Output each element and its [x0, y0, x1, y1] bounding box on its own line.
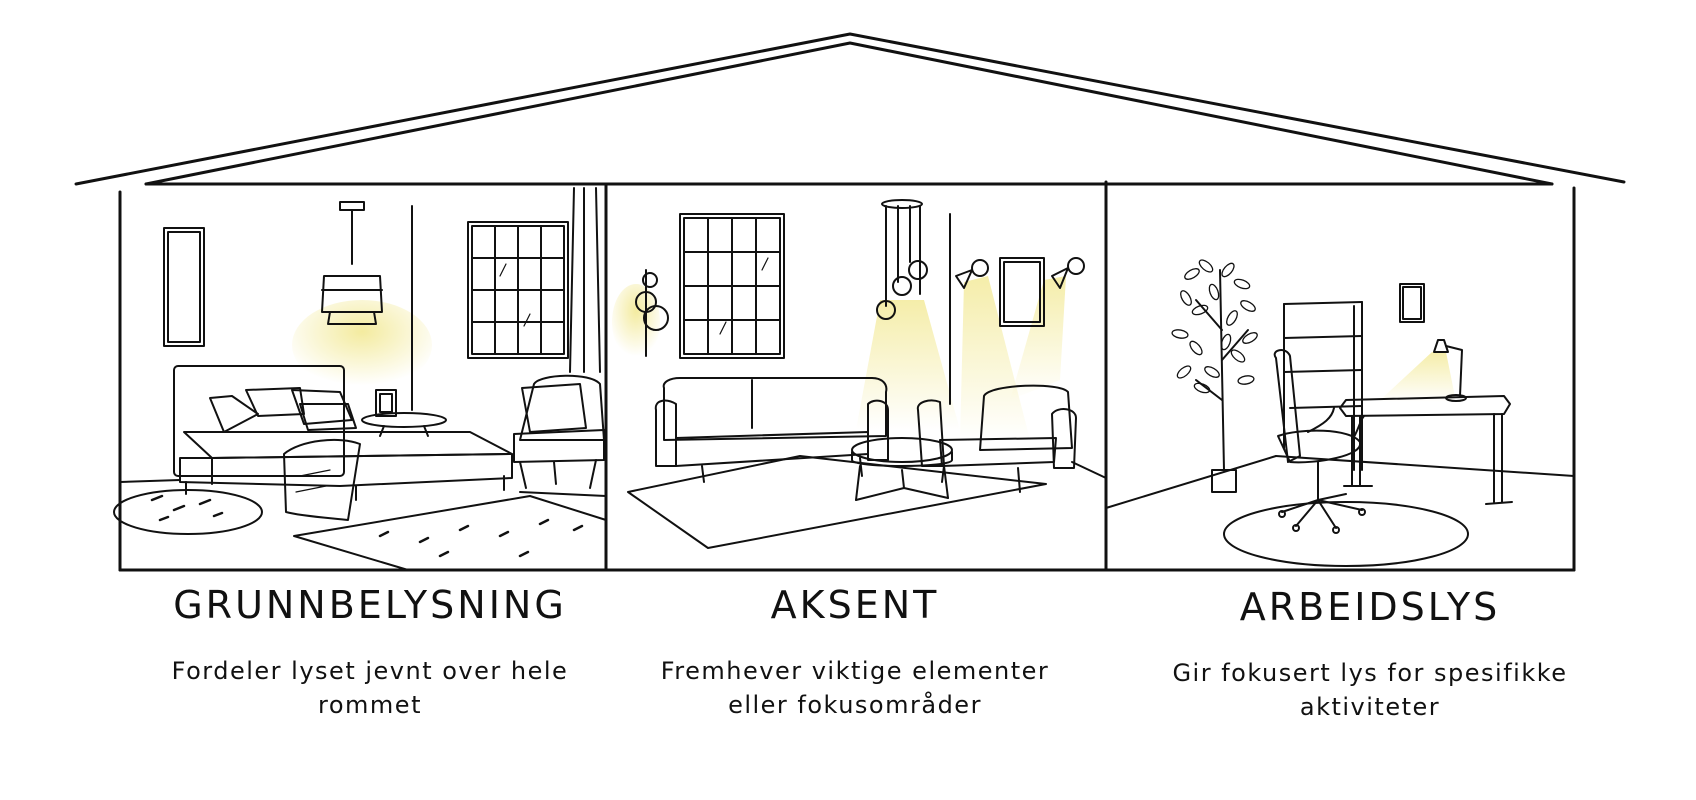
office-rug — [1223, 501, 1469, 567]
office-chair — [1273, 349, 1366, 534]
pendant-light-beam — [856, 300, 960, 430]
living-rug — [627, 455, 1047, 549]
spotlight-icon — [955, 259, 989, 289]
house-frame — [118, 180, 1576, 572]
curtain — [569, 187, 601, 373]
caption-arbeidslys: ARBEIDSLYS Gir fokusert lys for spesifik… — [1100, 588, 1640, 724]
wall-sconce-icon — [635, 269, 669, 357]
section-title: AKSENT — [770, 583, 940, 627]
bedroom-window — [467, 221, 569, 359]
pendant-lamp-icon — [321, 201, 383, 325]
office-picture — [1399, 283, 1425, 323]
bookshelf — [1283, 301, 1363, 471]
caption-aksent: AKSENT Fremhever viktige elementer eller… — [600, 586, 1110, 722]
desk — [1339, 395, 1513, 505]
section-description: Fordeler lyset jevnt over hele rommet — [171, 657, 569, 719]
bed — [173, 365, 513, 521]
living-room-window — [679, 213, 785, 359]
nightstand — [361, 389, 447, 437]
section-title: ARBEIDSLYS — [1239, 585, 1501, 629]
section-description: Fremhever viktige elementer eller fokuso… — [660, 657, 1050, 719]
rug-rectangular — [293, 495, 607, 571]
pendant-lamp-icon — [876, 199, 928, 320]
bedroom-room — [113, 187, 607, 571]
caption-grunnbelysning: GRUNNBELYSNING Fordeler lyset jevnt over… — [100, 586, 640, 722]
roof — [74, 32, 1626, 186]
desk-lamp-glow — [1378, 352, 1456, 402]
section-description: Gir fokusert lys for spesifikke aktivite… — [1172, 659, 1568, 721]
living-room — [612, 199, 1107, 549]
spotlight-icon — [1051, 257, 1085, 289]
coffee-table — [851, 437, 953, 501]
ceiling-light-glow — [292, 300, 432, 390]
wall-mirror — [163, 227, 205, 347]
sofa — [654, 377, 889, 483]
wall-picture — [999, 257, 1045, 327]
potted-plant — [1171, 259, 1258, 493]
armchair — [513, 374, 605, 489]
section-title: GRUNNBELYSNING — [173, 583, 567, 627]
rug-round — [113, 489, 263, 535]
wall-light-glow — [612, 284, 660, 360]
office-room — [1105, 259, 1575, 567]
spotlight-beam-left — [960, 276, 1030, 440]
spotlight-beam-right — [1010, 276, 1066, 400]
